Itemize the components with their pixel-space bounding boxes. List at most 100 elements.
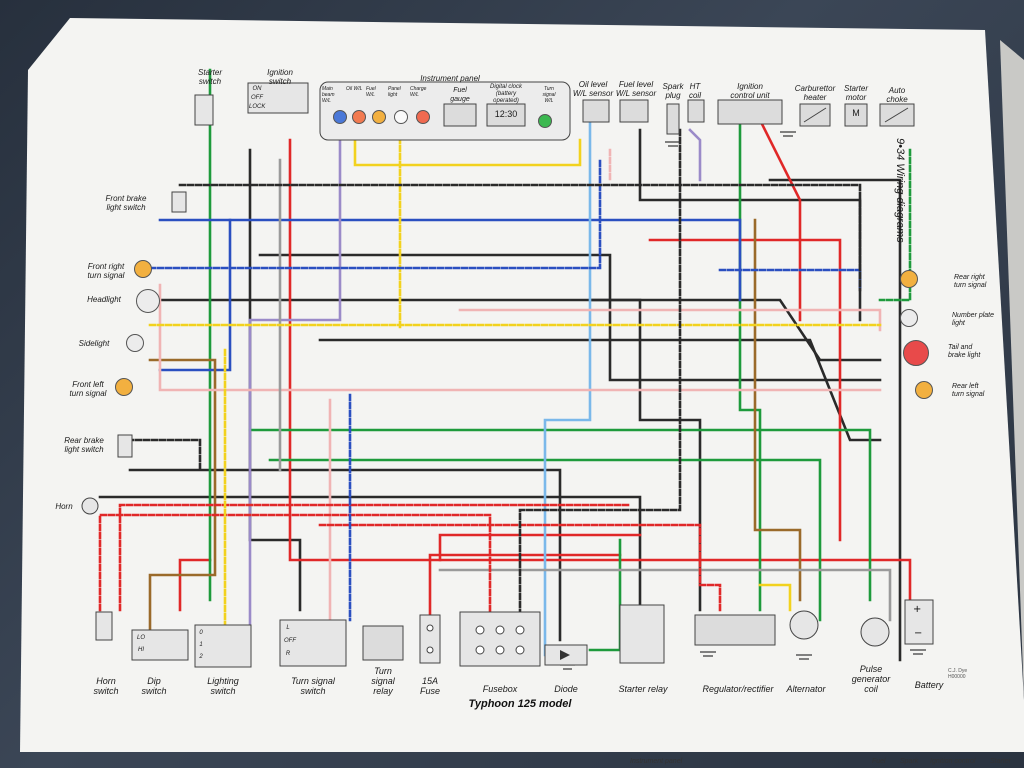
dip-switch-label: Dip switch bbox=[141, 676, 167, 696]
turn-signal-wl-lamp bbox=[538, 114, 552, 128]
paper-sheet bbox=[20, 18, 1024, 752]
alternator-label: Alternator bbox=[786, 684, 826, 694]
wire-black-red-3 bbox=[318, 523, 722, 612]
wire-purple-2 bbox=[688, 128, 702, 182]
horn-label: Horn bbox=[55, 502, 73, 511]
charge-wl-lamp bbox=[416, 110, 430, 124]
auto-choke-resistor bbox=[884, 107, 909, 123]
wire-grey-2 bbox=[438, 568, 892, 622]
rear-left-turn-bulb bbox=[915, 381, 933, 399]
front-brake-switch-label: Front brake light switch bbox=[105, 194, 147, 212]
wire-pink-1 bbox=[158, 283, 882, 392]
fuel-sensor-box bbox=[619, 99, 649, 123]
rear-right-turn-bulb bbox=[900, 270, 918, 288]
rear-right-turn-label: Rear right turn signal bbox=[954, 274, 987, 289]
fusebox-label: Fusebox bbox=[482, 684, 518, 694]
wire-blue-1 bbox=[158, 218, 742, 302]
next-page-spark: Spark bbox=[900, 758, 919, 765]
front-left-turn-bulb bbox=[115, 378, 133, 396]
headlight-label: Headlight bbox=[87, 295, 121, 304]
reference-code: C.J. Dye H00000 bbox=[948, 668, 968, 680]
turn-relay-box bbox=[362, 625, 404, 661]
next-page-instrument-panel: Instrument panel bbox=[630, 758, 683, 765]
next-page-ignition: Ignition control bbox=[930, 758, 976, 765]
oil-wl-label: Oil W/L bbox=[346, 86, 363, 92]
wire-black-6 bbox=[768, 178, 902, 662]
fusebox-fuses bbox=[426, 624, 525, 655]
fuel-gauge-label: Fuel gauge bbox=[450, 87, 470, 103]
rear-left-turn-label: Rear left turn signal bbox=[952, 383, 985, 398]
wire-red-6 bbox=[438, 533, 642, 562]
wire-lightblue-1 bbox=[543, 118, 592, 657]
front-left-turn-label: Front left turn signal bbox=[69, 380, 107, 398]
fuse-15a-box bbox=[419, 614, 441, 664]
ignition-switch-label: Ignition switch bbox=[267, 68, 293, 86]
wire-blue-2 bbox=[158, 218, 232, 372]
turn-relay-label: Turn signal relay bbox=[371, 666, 395, 696]
turn-pos-r: R bbox=[285, 651, 291, 657]
horn-symbol bbox=[81, 497, 99, 515]
wire-red-1 bbox=[288, 138, 912, 612]
diode-symbol bbox=[560, 650, 570, 660]
sidelight-label: Sidelight bbox=[78, 339, 110, 348]
wire-red-3 bbox=[178, 558, 212, 612]
ignition-control-box bbox=[717, 99, 783, 125]
battery-plus: + bbox=[913, 604, 921, 615]
horn-switch-box bbox=[95, 611, 113, 641]
wire-green-2 bbox=[248, 428, 872, 602]
lighting-pos-0: 0 bbox=[199, 630, 203, 636]
wire-yellow-1 bbox=[353, 138, 582, 167]
ignition-pos-lock: LOCK bbox=[249, 104, 266, 110]
front-right-turn-bulb bbox=[134, 260, 152, 278]
turn-switch-box bbox=[279, 619, 347, 667]
horn-switch-label: Horn switch bbox=[93, 676, 119, 696]
wire-black-red-1 bbox=[98, 513, 492, 642]
ignition-pos-off: OFF bbox=[251, 95, 263, 101]
number-plate-bulb bbox=[900, 309, 918, 327]
carb-heater-label: Carburettor heater bbox=[794, 84, 836, 102]
wire-red-4 bbox=[648, 238, 842, 542]
diode-label: Diode bbox=[554, 684, 578, 694]
regulator-label: Regulator/rectifier bbox=[702, 684, 774, 694]
wire-black-red-2 bbox=[118, 503, 632, 612]
front-brake-switch-box bbox=[171, 191, 187, 213]
ignition-switch-box bbox=[247, 82, 309, 114]
pulse-coil-symbol bbox=[860, 617, 890, 647]
number-plate-label: Number plate light bbox=[952, 312, 995, 327]
fuel-gauge-box bbox=[443, 103, 477, 127]
dip-switch-box bbox=[131, 629, 189, 661]
oil-sensor-label: Oil level W/L sensor bbox=[572, 80, 614, 98]
lighting-pos-1: 1 bbox=[199, 642, 203, 648]
tail-brake-bulb bbox=[903, 340, 929, 366]
panel-light-label: Panel light bbox=[388, 86, 401, 98]
dip-pos-hi: HI bbox=[138, 647, 144, 653]
clock-display: 12:30 bbox=[494, 109, 518, 119]
spark-plug-box bbox=[666, 103, 680, 135]
starter-relay-label: Starter relay bbox=[618, 684, 668, 694]
rear-brake-switch-label: Rear brake light switch bbox=[64, 436, 104, 454]
starter-switch-label: Starter switch bbox=[197, 68, 222, 86]
wire-purple-1 bbox=[248, 128, 342, 642]
charge-wl-label: Charge W/L bbox=[410, 86, 427, 98]
wire-red-2 bbox=[428, 553, 622, 642]
digital-clock-box bbox=[486, 103, 526, 127]
fusebox-box bbox=[459, 611, 541, 667]
rear-brake-switch-box bbox=[117, 434, 133, 458]
ht-coil-box bbox=[687, 99, 705, 123]
wire-black-white-1 bbox=[178, 183, 862, 292]
tail-brake-label: Tail and brake light bbox=[948, 344, 981, 359]
ignition-pos-on: ON bbox=[252, 86, 262, 92]
oil-wl-lamp bbox=[352, 110, 366, 124]
alternator-symbol bbox=[789, 610, 819, 640]
spark-plug-label: Spark plug bbox=[662, 82, 684, 100]
digital-clock-label: Digital clock (battery operated) bbox=[489, 84, 522, 104]
turn-pos-off: OFF bbox=[284, 638, 296, 644]
starter-motor-label: Starter motor bbox=[843, 84, 868, 102]
next-page-edge: Instrument panel Fuel Spark Ignition con… bbox=[120, 752, 1020, 768]
starter-motor-symbol: M bbox=[852, 108, 860, 118]
wire-harness bbox=[98, 68, 912, 662]
wire-blue-white-1 bbox=[148, 158, 602, 270]
carb-heater-resistor bbox=[803, 107, 827, 123]
next-page-starter: Starter bbox=[990, 758, 1012, 765]
